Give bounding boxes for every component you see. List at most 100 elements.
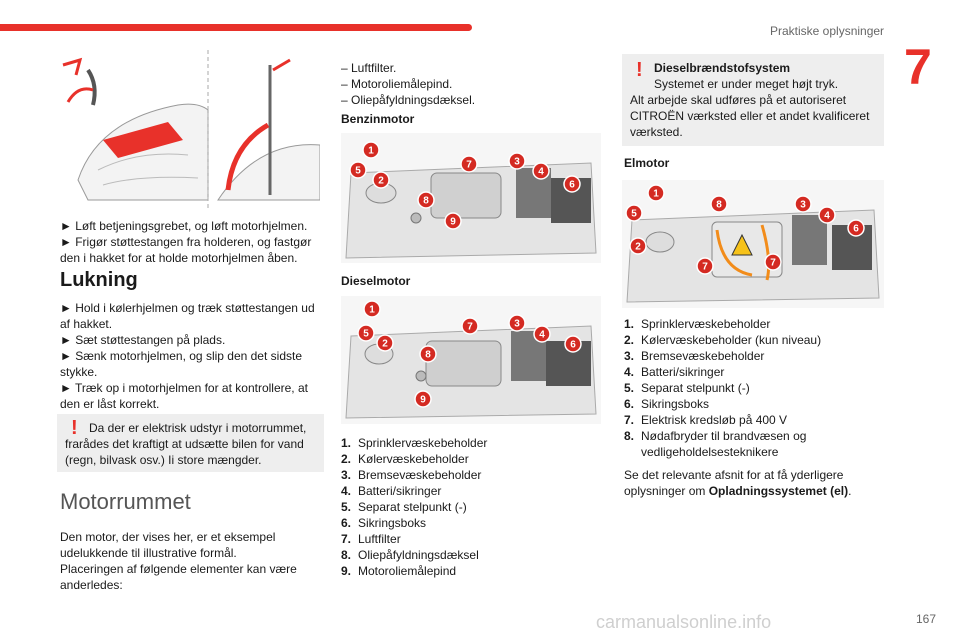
callout-number: 9 xyxy=(420,395,426,406)
callout-number: 7 xyxy=(770,258,776,269)
callout-badge xyxy=(460,155,478,173)
warning-icon: ! xyxy=(71,417,78,439)
callout-badge xyxy=(508,152,526,170)
callout-badge xyxy=(419,345,437,363)
callout-badge xyxy=(696,257,714,275)
legend-item: 7.Luftfilter xyxy=(341,532,401,546)
instruction-line: ► Løft betjeningsgrebet, og løft motorhj… xyxy=(60,219,308,233)
intro-line: Placeringen af følgende elementer kan væ… xyxy=(60,562,297,592)
legend-item: 2.Kølervæskebeholder (kun niveau) xyxy=(624,333,822,347)
callout-number: 4 xyxy=(538,167,544,178)
callout-number: 2 xyxy=(378,176,384,187)
callout-number: 2 xyxy=(382,339,388,350)
charging-system-link: Opladningssystemet (el) xyxy=(708,484,849,498)
diesel-warning-title: Dieselbrændstofsystem xyxy=(654,61,791,75)
component-item: – Motoroliemålepind. xyxy=(341,77,453,91)
legend-item: 4.Batteri/sikringer xyxy=(341,484,442,498)
closing-section: Lukning xyxy=(60,269,322,291)
callout-badge xyxy=(764,253,782,271)
callout-number: 3 xyxy=(800,200,806,211)
legend-item: 6.Sikringsboks xyxy=(341,516,427,530)
component-item: – Luftfilter. xyxy=(341,61,397,75)
callout-number: 7 xyxy=(702,262,708,273)
diesel-heading-wrap: Dieselmotor xyxy=(341,273,601,289)
callout-number: 4 xyxy=(824,211,830,222)
callout-number: 1 xyxy=(653,189,659,200)
callout-badge xyxy=(794,195,812,213)
diesel-warning-text: Systemet er under meget højt tryk. xyxy=(654,77,839,91)
callout-number: 7 xyxy=(467,322,473,333)
legend-item: 4.Batteri/sikringer xyxy=(624,365,725,379)
callout-number: 4 xyxy=(539,330,545,341)
legend-item: 7.Elektrisk kredsløb på 400 V xyxy=(624,413,788,427)
callout-number: 5 xyxy=(355,166,361,177)
component-list: – Luftfilter. – Motoroliemålepind. – Oli… xyxy=(341,60,601,108)
callout-number: 6 xyxy=(570,340,576,351)
closing-step: ► Sæt støttestangen på plads. xyxy=(60,333,226,347)
legend-item: 8.Nødafbryder til brandvæsen og vedligeh… xyxy=(624,429,807,459)
legend-item: 1.Sprinklervæskebeholder xyxy=(341,436,488,450)
callout-badge xyxy=(417,191,435,209)
water-warning-text: Da der er elektrisk udstyr i motorrummet… xyxy=(65,421,307,467)
callout-badge xyxy=(362,141,380,159)
callout-badge xyxy=(533,325,551,343)
callout-number: 7 xyxy=(466,160,472,171)
petrol-heading-wrap: Benzinmotor xyxy=(341,111,601,127)
petrol-heading: Benzinmotor xyxy=(341,112,415,126)
callout-badge xyxy=(461,317,479,335)
callout-badge xyxy=(532,162,550,180)
legend-item: 3.Bremsevæskebeholder xyxy=(624,349,765,363)
callout-number: 8 xyxy=(423,196,429,207)
closing-step: ► Sænk motorhjelmen, og slip den det sid… xyxy=(60,349,302,379)
callout-badge xyxy=(349,161,367,179)
callout-number: 8 xyxy=(716,200,722,211)
legend-item: 9.Motoroliemålepind xyxy=(341,564,457,578)
watermark: carmanualsonline.info xyxy=(596,612,772,632)
warning-icon: ! xyxy=(636,59,643,81)
running-head: Praktiske oplysninger xyxy=(770,24,885,38)
water-warning-box: ! Da der er elektrisk udstyr i motorrumm… xyxy=(57,414,324,472)
callout-badge xyxy=(444,212,462,230)
callout-badge xyxy=(818,206,836,224)
callout-number: 1 xyxy=(369,305,375,316)
callout-badge xyxy=(647,184,665,202)
callout-badge xyxy=(625,204,643,222)
instruction-line: ► Frigør støttestangen fra holderen, og … xyxy=(60,235,312,265)
callout-number: 5 xyxy=(363,329,369,340)
chapter-number: 7 xyxy=(904,39,932,95)
closing-steps: ► Hold i kølerhjelmen og træk støttestan… xyxy=(60,300,322,412)
legend-item: 5.Separat stelpunkt (-) xyxy=(341,500,467,514)
callout-number: 5 xyxy=(631,209,637,220)
callout-number: 9 xyxy=(450,217,456,228)
callout-number: 1 xyxy=(368,146,374,157)
callout-number: 3 xyxy=(514,157,520,168)
callout-number: 3 xyxy=(514,319,520,330)
diesel-warning-text2: Alt arbejde skal udføres på et autoriser… xyxy=(630,93,870,139)
callout-badge xyxy=(629,237,647,255)
legend-item: 1.Sprinklervæskebeholder xyxy=(624,317,771,331)
callout-badge xyxy=(363,300,381,318)
legend-item: 2.Kølervæskebeholder xyxy=(341,452,469,466)
callout-badge xyxy=(564,335,582,353)
callout-badge xyxy=(372,171,390,189)
callout-badge xyxy=(508,314,526,332)
closing-step: ► Hold i kølerhjelmen og træk støttestan… xyxy=(60,301,315,331)
diesel-warning-box: ! Dieselbrændstofsystem Systemet er unde… xyxy=(622,54,884,146)
petrol-badges: 15 2 7 3 4 6 8 9 xyxy=(349,141,581,230)
section-heading: Motorrummet xyxy=(60,489,191,514)
callout-badge xyxy=(710,195,728,213)
callout-badge xyxy=(376,334,394,352)
closing-heading: Lukning xyxy=(60,269,138,291)
diesel-heading: Dieselmotor xyxy=(341,274,411,288)
engine-legend: 1.Sprinklervæskebeholder 2.Kølervæskebeh… xyxy=(341,435,601,579)
section-heading-wrap: Motorrummet xyxy=(60,489,322,514)
callout-number: 6 xyxy=(569,180,575,191)
callout-number: 2 xyxy=(635,242,641,253)
legend-item: 3.Bremsevæskebeholder xyxy=(341,468,482,482)
charging-reference: Se det relevante afsnit for at få yderli… xyxy=(624,468,852,498)
opening-instructions: ► Løft betjeningsgrebet, og løft motorhj… xyxy=(60,218,322,266)
